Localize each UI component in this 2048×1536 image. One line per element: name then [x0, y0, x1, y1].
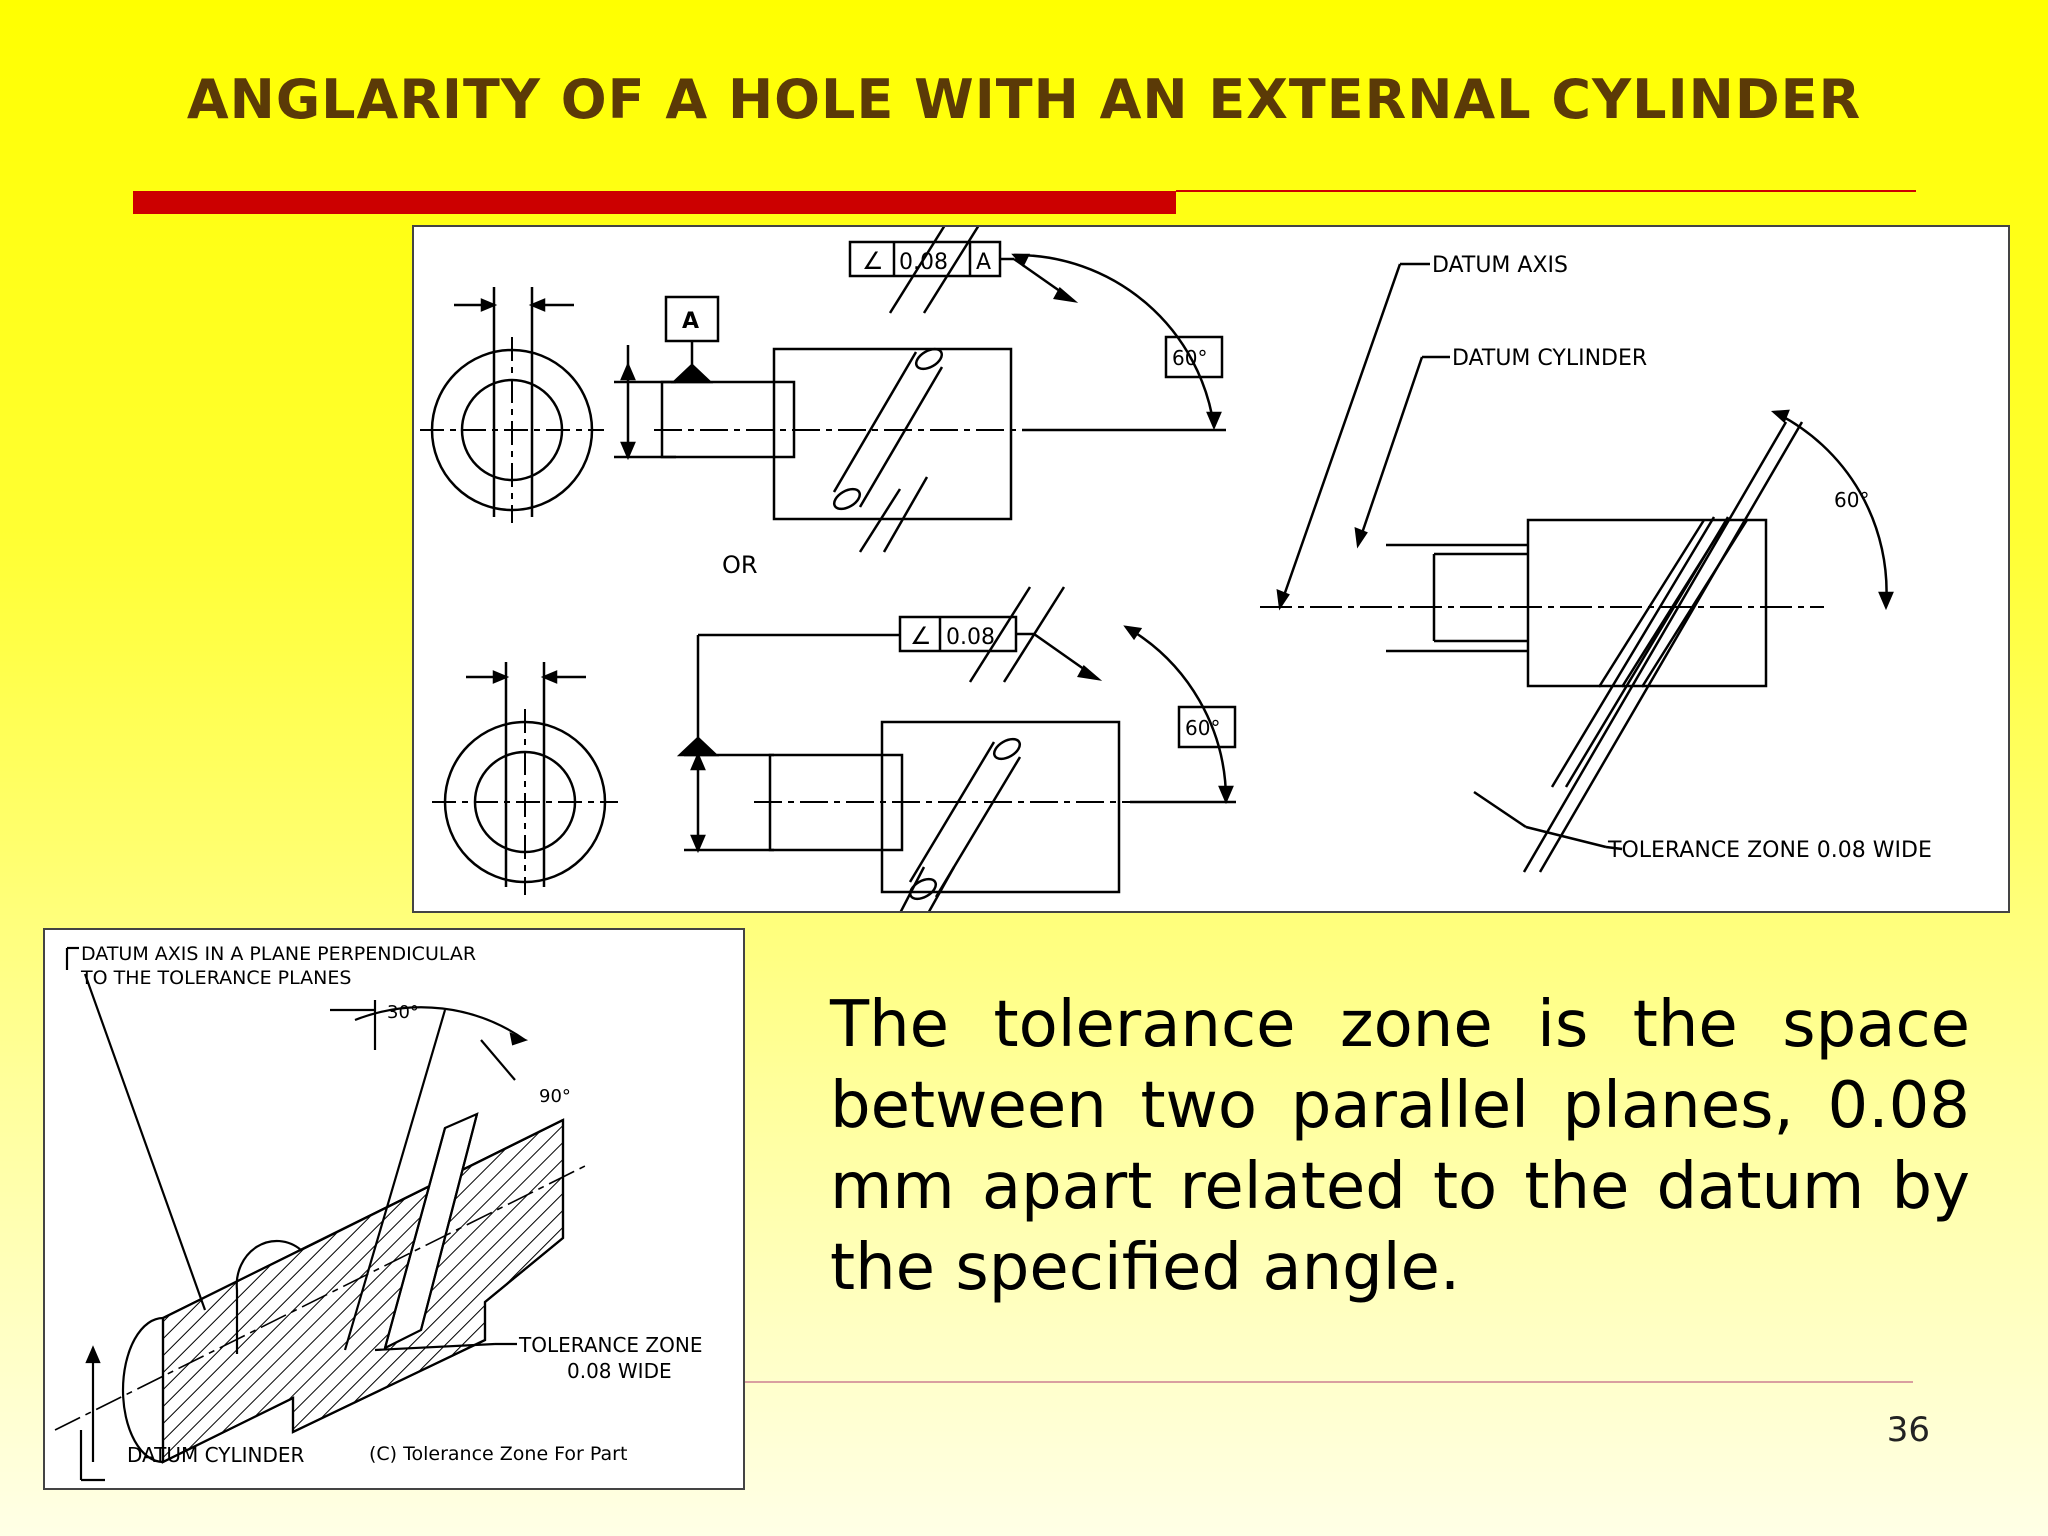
side-view-upper	[614, 227, 1226, 553]
title-underline-thick	[133, 191, 1176, 214]
page-number: 36	[1886, 1410, 1930, 1450]
slide-title: ANGLARITY OF A HOLE WITH AN EXTERNAL CYL…	[186, 68, 1862, 131]
side-view-lower	[676, 586, 1237, 911]
tolerance-zone-isometric-panel: DATUM AXIS IN A PLANE PERPENDICULAR TO T…	[43, 928, 745, 1490]
angularity-drawing-panel: OR	[412, 225, 2010, 913]
description-text: The tolerance zone is the space between …	[830, 988, 1970, 1305]
title-underline-thin	[1176, 190, 1916, 192]
end-view-lower	[432, 662, 618, 895]
end-view-upper	[420, 287, 604, 523]
footer-rule	[745, 1381, 1913, 1383]
side-view-right	[1260, 262, 1894, 873]
or-label: OR	[722, 551, 758, 579]
